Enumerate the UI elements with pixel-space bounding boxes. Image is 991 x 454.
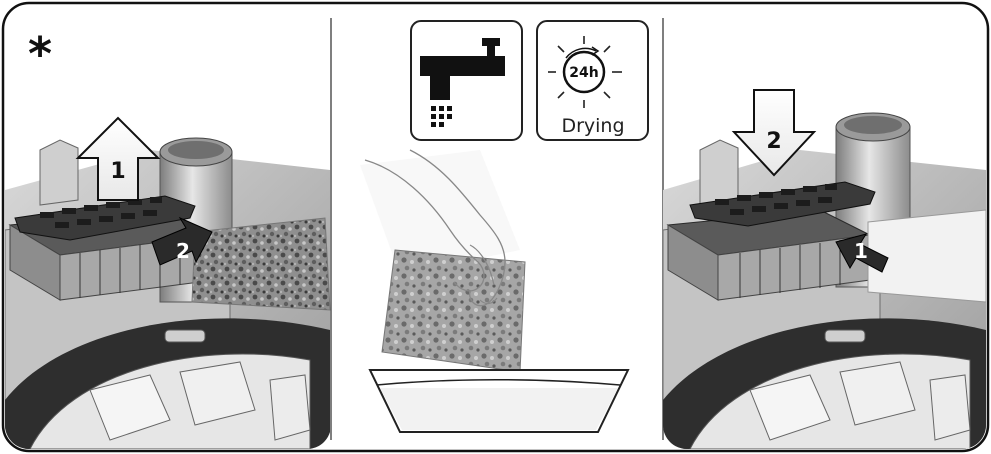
middle-panel: 24h Drying bbox=[360, 21, 648, 432]
dry-hours: 24h bbox=[569, 65, 598, 81]
right-filter-pad bbox=[868, 210, 986, 302]
water-tap-icon bbox=[411, 21, 522, 140]
sun-24h-icon: 24h Drying bbox=[537, 21, 648, 140]
left-panel: 1 2 * bbox=[5, 27, 330, 449]
left-filter-pad bbox=[192, 218, 330, 310]
water-basin bbox=[370, 370, 628, 432]
left-arrow-up-number: 1 bbox=[110, 159, 125, 184]
star-mark: * bbox=[28, 27, 52, 81]
left-arrow-right-number: 2 bbox=[176, 239, 190, 263]
hand-with-filter-pad bbox=[360, 150, 525, 372]
middle-filter-pad bbox=[382, 250, 525, 372]
right-arrow-down-number: 2 bbox=[766, 129, 781, 154]
right-panel: 2 1 bbox=[663, 90, 986, 449]
dry-label: Drying bbox=[561, 115, 624, 137]
right-arrow-left-number: 1 bbox=[854, 239, 868, 263]
